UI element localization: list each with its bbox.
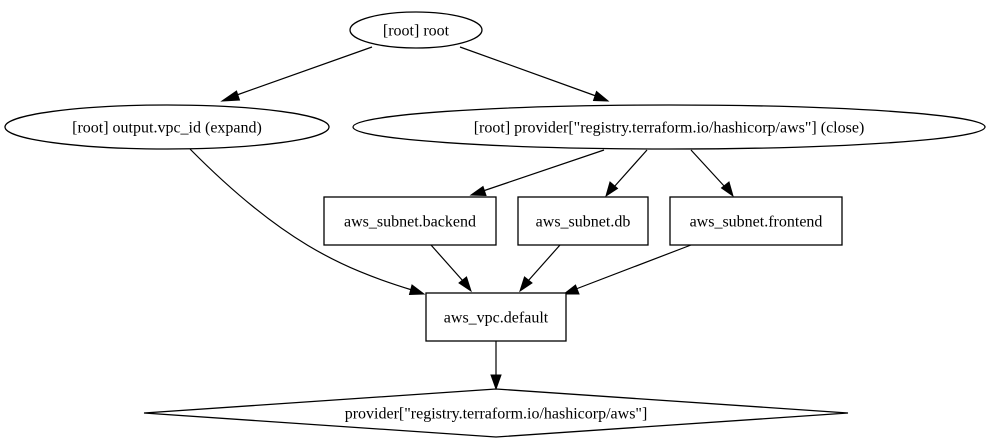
edge-provider-close-to-subnet-backend	[469, 149, 605, 197]
edge-provider-close-to-subnet-db	[605, 149, 648, 198]
edges	[189, 46, 734, 391]
node-subnet-frontend[interactable]: aws_subnet.frontend	[669, 196, 843, 246]
node-vpc-default-label: aws_vpc.default	[444, 310, 549, 327]
edge-provider-close-to-subnet-frontend	[690, 149, 734, 198]
edge-vpc-default-to-provider	[490, 341, 502, 391]
node-subnet-backend-label: aws_subnet.backend	[344, 214, 476, 231]
node-subnet-db-label: aws_subnet.db	[536, 214, 631, 231]
edge-root-to-provider-close	[459, 46, 610, 102]
edge-subnet-backend-to-vpc-default	[430, 244, 472, 293]
node-output-vpc-id[interactable]: [root] output.vpc_id (expand)	[4, 104, 330, 150]
node-provider-label: provider["registry.terraform.io/hashicor…	[345, 406, 648, 423]
node-provider-close[interactable]: [root] provider["registry.terraform.io/h…	[352, 104, 986, 150]
edge-root-to-output-vpc-id	[220, 46, 373, 102]
node-provider[interactable]: provider["registry.terraform.io/hashicor…	[143, 388, 849, 438]
node-subnet-frontend-label: aws_subnet.frontend	[690, 214, 823, 231]
node-provider-close-label: [root] provider["registry.terraform.io/h…	[474, 120, 865, 137]
node-vpc-default[interactable]: aws_vpc.default	[425, 292, 567, 342]
node-output-vpc-id-label: [root] output.vpc_id (expand)	[72, 120, 262, 137]
node-subnet-db[interactable]: aws_subnet.db	[517, 196, 649, 246]
edge-subnet-frontend-to-vpc-default	[562, 244, 692, 295]
edge-output-vpc-id-to-vpc-default	[189, 148, 426, 296]
node-root-label: [root] root	[383, 23, 450, 40]
node-root[interactable]: [root] root	[349, 11, 483, 49]
node-subnet-backend[interactable]: aws_subnet.backend	[323, 196, 497, 246]
edge-subnet-db-to-vpc-default	[519, 244, 561, 293]
